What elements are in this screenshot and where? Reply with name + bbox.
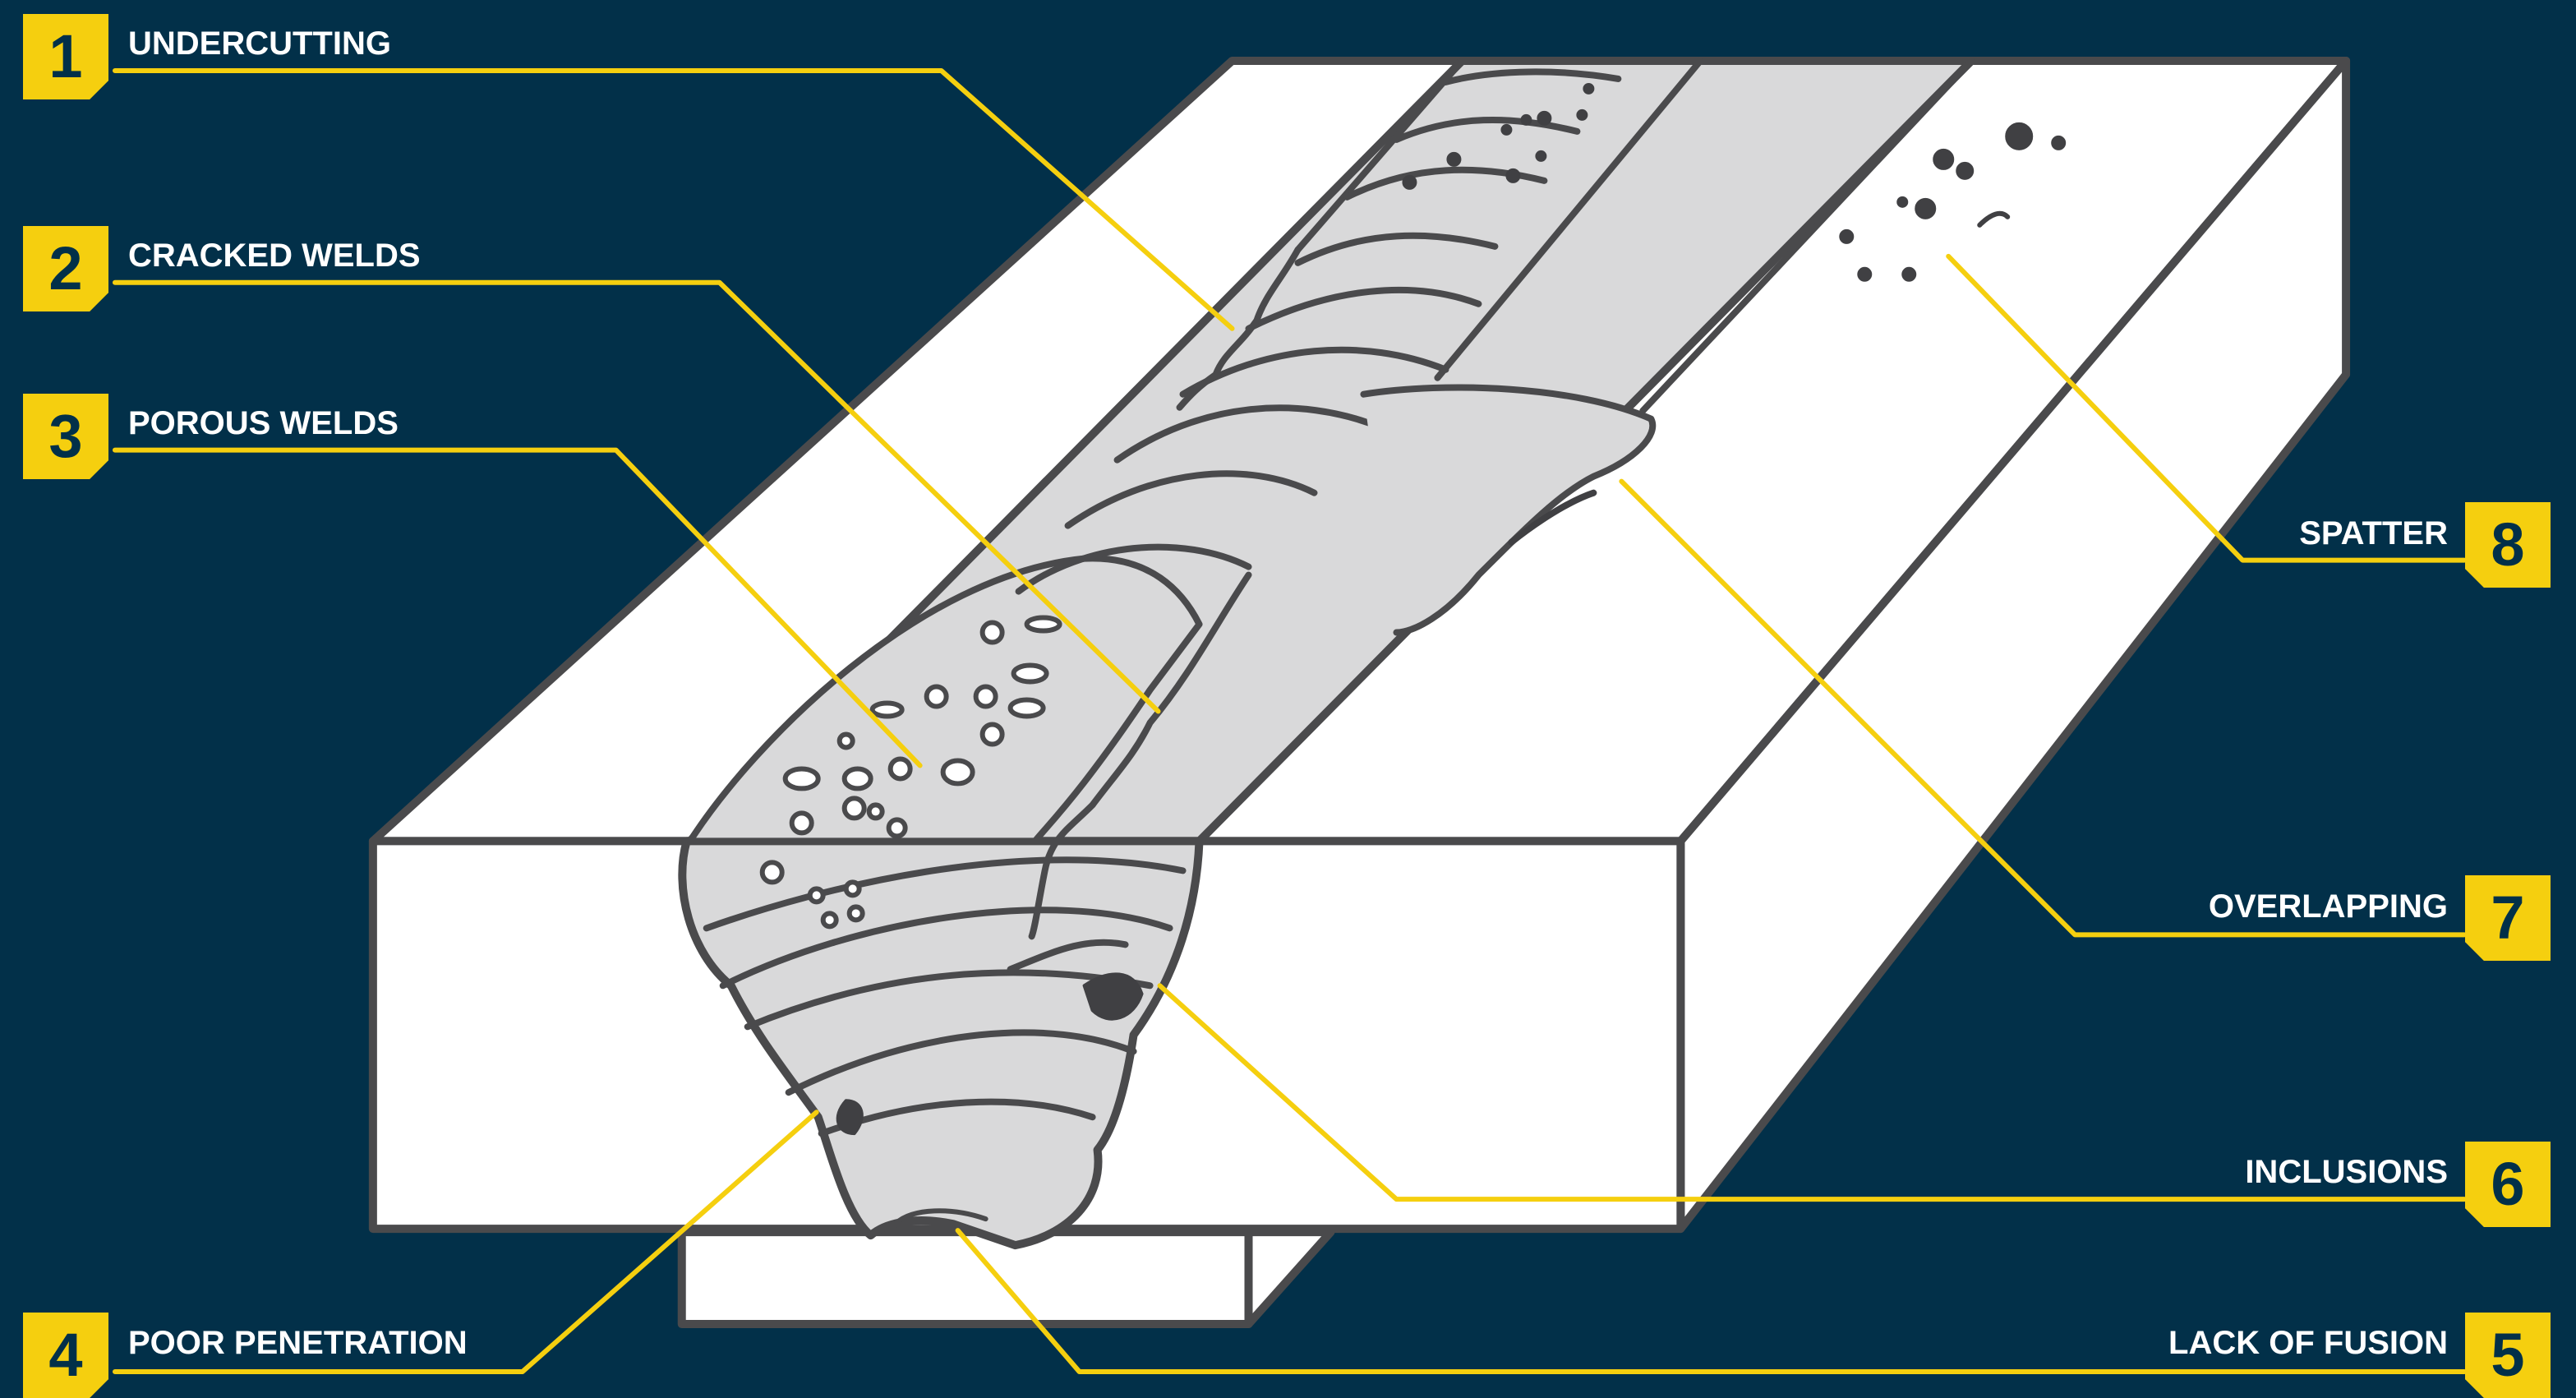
callout-2-number: 2 — [48, 238, 82, 299]
callout-3-number: 3 — [48, 406, 82, 467]
callout-6-badge: 6 — [2465, 1142, 2551, 1227]
callout-4-label: POOR PENETRATION — [128, 1326, 468, 1359]
callout-5-number: 5 — [2491, 1325, 2524, 1386]
callout-8-number: 8 — [2491, 514, 2524, 575]
callout-2-label: CRACKED WELDS — [128, 239, 421, 272]
callout-6-label: INCLUSIONS — [2245, 1156, 2448, 1188]
callout-7-number: 7 — [2491, 888, 2524, 948]
callout-5-badge: 5 — [2465, 1313, 2551, 1398]
callout-1-badge: 1 — [23, 14, 108, 99]
callout-2-badge: 2 — [23, 226, 108, 311]
callout-4-badge: 4 — [23, 1313, 108, 1398]
callout-3-label: POROUS WELDS — [128, 407, 399, 440]
callout-3-badge: 3 — [23, 394, 108, 479]
callout-8-badge: 8 — [2465, 502, 2551, 588]
callout-7-label: OVERLAPPING — [2209, 890, 2448, 923]
callout-8-label: SPATTER — [2299, 517, 2448, 550]
callout-1-label: UNDERCUTTING — [128, 27, 391, 60]
callout-6-number: 6 — [2491, 1154, 2524, 1215]
callout-1-number: 1 — [48, 26, 82, 87]
callout-5-label: LACK OF FUSION — [2168, 1326, 2448, 1359]
callout-7-badge: 7 — [2465, 875, 2551, 961]
callout-4-number: 4 — [48, 1325, 82, 1386]
